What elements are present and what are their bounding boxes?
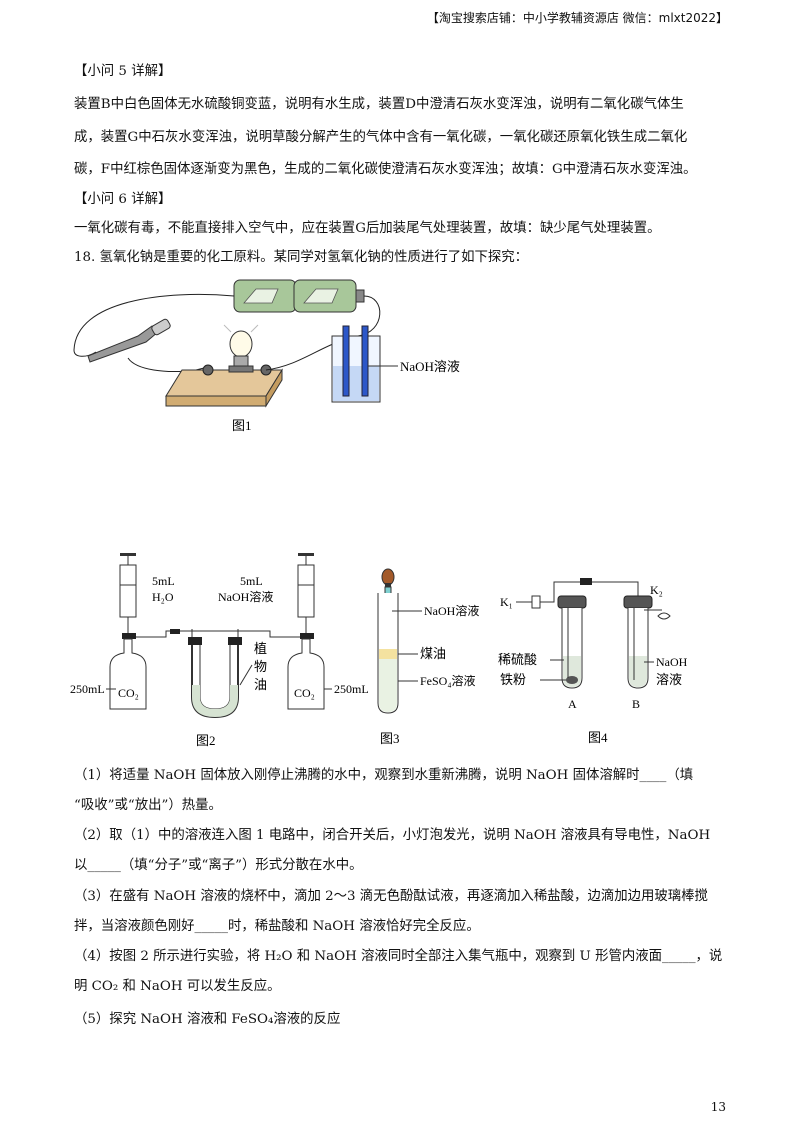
fig4-tube-b-label: B xyxy=(632,697,640,711)
syringe-right-volume: 5mL xyxy=(240,574,263,588)
tube-b xyxy=(623,595,662,689)
oil-label-2: 物 xyxy=(254,659,267,674)
figure-3-caption: 图3 xyxy=(380,731,400,746)
gas-bottle-left xyxy=(109,633,147,710)
fig4-k1-label: K₁ xyxy=(500,595,513,609)
question-5-line-1: （5）探究 NaOH 溶液和 FeSO₄溶液的反应 xyxy=(74,1012,341,1027)
fig3-naoh-label: NaOH溶液 xyxy=(424,603,479,618)
oil-label-3: 油 xyxy=(254,677,267,692)
question-1-line-1: （1）将适量 NaOH 固体放入刚停止沸腾的水中，观察到水重新沸腾，说明 NaO… xyxy=(74,768,694,783)
syringe-left-icon xyxy=(119,553,137,635)
switch-icon xyxy=(87,318,171,363)
text-line: 成，装置G中石灰水变浑浊，说明草酸分解产生的气体中含有一氧化碳，一氧化碳还原氧化… xyxy=(74,130,688,145)
section-heading-5: 【小问 5 详解】 xyxy=(74,64,172,79)
question-3-line-2: 拌，当溶液颜色刚好_____时，稀盐酸和 NaOH 溶液恰好完全反应。 xyxy=(74,919,480,934)
question-4-line-2: 明 CO₂ 和 NaOH 可以发生反应。 xyxy=(74,979,281,994)
fig4-acid-label: 稀硫酸 xyxy=(498,652,537,667)
question-2-line-2: 以_____（填“分子”或“离子”）形式分散在水中。 xyxy=(74,858,363,873)
figure-2-apparatus: 5mL H₂O 250mL CO₂ 植 物 油 5mL NaOH溶液 CO₂ 2… xyxy=(70,553,369,748)
section-heading-6: 【小问 6 详解】 xyxy=(74,192,172,207)
text-line: 碳，F中红棕色固体逐渐变为黑色，生成的二氧化碳使澄清石灰水变浑浊；故填：G中澄清… xyxy=(74,162,697,177)
fig3-kerosene-label: 煤油 xyxy=(420,646,446,661)
figure-4-apparatus: K₁ K₂ 稀硫酸 铁粉 NaOH 溶液 A B 图4 xyxy=(498,578,688,745)
bottle-right-gas: CO₂ xyxy=(294,686,315,700)
bottle-left-volume: 250mL xyxy=(70,682,105,696)
tube-a xyxy=(557,595,587,689)
beaker-icon xyxy=(331,325,381,403)
fig3-feso4-label: FeSO₄溶液 xyxy=(420,673,476,688)
syringe-left-volume: 5mL xyxy=(152,574,175,588)
oil-label-1: 植 xyxy=(254,641,267,656)
board-base xyxy=(165,368,283,408)
gas-bottle-right xyxy=(287,633,325,710)
question-18-stem: 18. 氢氧化钠是重要的化工原料。某同学对氢氧化钠的性质进行了如下探究： xyxy=(74,250,529,265)
fig1-label: NaOH溶液 xyxy=(400,359,460,374)
question-2-line-1: （2）取（1）中的溶液连入图 1 电路中，闭合开关后，小灯泡发光，说明 NaOH… xyxy=(74,828,711,843)
figure-4-caption: 图4 xyxy=(588,730,608,745)
bottle-left-gas: CO₂ xyxy=(118,686,139,700)
figure-2-caption: 图2 xyxy=(196,733,216,748)
syringe-right-icon xyxy=(297,553,315,635)
question-3-line-1: （3）在盛有 NaOH 溶液的烧杯中，滴加 2～3 滴无色酚酞试液，再逐滴加入稀… xyxy=(74,889,708,904)
fig4-tube-a-label: A xyxy=(568,697,577,711)
syringe-left-content: H₂O xyxy=(152,590,174,604)
syringe-right-content: NaOH溶液 xyxy=(218,589,273,604)
test-tube xyxy=(377,593,399,714)
page-number: 13 xyxy=(710,1100,726,1114)
u-tube xyxy=(188,637,242,719)
text-line: 装置B中白色固体无水硫酸铜变蓝，说明有水生成，装置D中澄清石灰水变浑浊，说明有二… xyxy=(74,97,684,112)
question-4-line-1: （4）按图 2 所示进行实验，将 H₂O 和 NaOH 溶液同时全部注入集气瓶中… xyxy=(74,949,723,964)
fig4-k2-label: K₂ xyxy=(650,583,663,597)
page-header: 【淘宝搜索店铺：中小学教辅资源店 微信：mlxt2022】 xyxy=(426,11,728,25)
question-1-line-2: “吸收”或“放出”）热量。 xyxy=(74,798,222,813)
light-bulb-icon xyxy=(223,324,259,373)
figure-3-test-tube: NaOH溶液 煤油 FeSO₄溶液 图3 xyxy=(377,568,479,746)
figure-1-caption: 图1 xyxy=(232,418,252,433)
figure-1-circuit: NaOH溶液 图1 xyxy=(73,279,460,433)
battery-icon xyxy=(233,279,365,313)
fig4-naoh-label: NaOH xyxy=(656,655,688,669)
text-line: 一氧化碳有毒，不能直接排入空气中，应在装置G后加装尾气处理装置，故填：缺少尾气处… xyxy=(74,221,661,236)
fig4-solution-label: 溶液 xyxy=(656,672,682,687)
bottle-right-volume: 250mL xyxy=(334,682,369,696)
fig4-iron-label: 铁粉 xyxy=(500,672,526,687)
